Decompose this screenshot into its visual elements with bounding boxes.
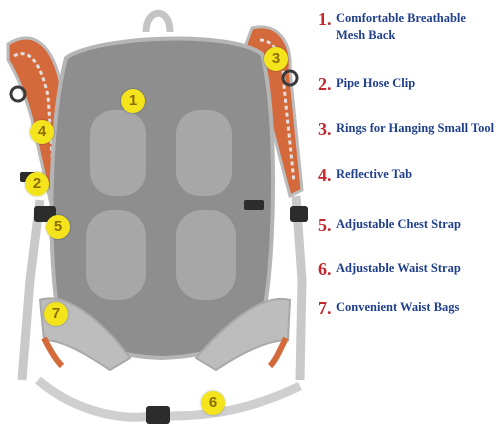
feature-number: 1. <box>318 9 332 29</box>
feature-label: Adjustable Waist Strap <box>336 261 461 275</box>
feature-label: Reflective Tab <box>336 167 413 181</box>
marker-5: 5 <box>46 215 70 239</box>
feature-label: Rings for Hanging Small Tool <box>336 121 495 135</box>
marker-7: 7 <box>44 302 68 326</box>
feature-number: 2. <box>318 74 332 94</box>
marker-1: 1 <box>121 89 145 113</box>
feature-item-3: 3. Rings for Hanging Small Tool <box>318 119 500 140</box>
backpack-photo <box>6 9 308 424</box>
feature-item-5: 5. Adjustable Chest Strap <box>318 215 500 236</box>
marker-2: 2 <box>25 172 49 196</box>
feature-number: 6. <box>318 259 332 279</box>
feature-number: 5. <box>318 215 332 235</box>
feature-number: 7. <box>318 298 332 318</box>
feature-number: 3. <box>318 119 332 139</box>
feature-label: Comfortable Breathable Mesh Back <box>336 11 466 42</box>
feature-label: Pipe Hose Clip <box>336 76 416 90</box>
feature-item-4: 4. Reflective Tab <box>318 165 500 186</box>
feature-label: Adjustable Chest Strap <box>336 217 462 231</box>
feature-number: 4. <box>318 165 332 185</box>
feature-label: Convenient Waist Bags <box>336 300 460 314</box>
feature-legend: 1.Comfortable Breathable Mesh Back 2. Pip… <box>318 0 500 428</box>
marker-3: 3 <box>264 47 288 71</box>
feature-item-7: 7. Convenient Waist Bags <box>318 298 500 319</box>
marker-6: 6 <box>201 391 225 415</box>
feature-item-2: 2. Pipe Hose Clip <box>318 74 500 95</box>
feature-item-1: 1.Comfortable Breathable Mesh Back <box>318 9 500 44</box>
feature-item-6: 6. Adjustable Waist Strap <box>318 259 500 280</box>
marker-4: 4 <box>30 120 54 144</box>
